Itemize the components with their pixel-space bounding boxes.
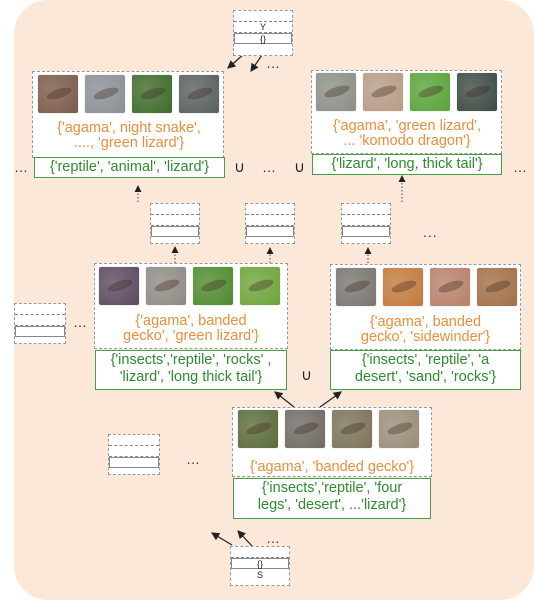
lizard-thumbnail (430, 268, 470, 306)
placeholder-ellipsis: ... (423, 224, 438, 240)
thumbnail-row-mid-left (99, 267, 280, 305)
object-set-bottom: {'agama', 'banded gecko'} (249, 459, 415, 475)
lizard-thumbnail (477, 268, 517, 306)
attribute-set-bottom: {'insects','reptile', 'four legs', 'dese… (233, 478, 431, 519)
lizard-thumbnail (285, 410, 325, 448)
lizard-thumbnail (85, 75, 125, 113)
top-node-label: Y (259, 22, 266, 32)
bottom-node-set: {} (256, 559, 263, 569)
placeholder-node (341, 203, 391, 244)
union-symbol-top-2: ∪ (294, 159, 305, 176)
left-ellipsis-mid: … (73, 314, 88, 330)
left-ellipsis-top: … (14, 159, 29, 175)
lizard-thumbnail (99, 267, 139, 305)
lizard-thumbnail (146, 267, 186, 305)
placeholder-node (245, 203, 295, 244)
thumbnail-row-mid-right (336, 268, 517, 306)
object-set-top-right: {'agama', 'green lizard', ... 'komodo dr… (332, 118, 482, 149)
object-set-mid-left: {'agama', banded gecko', 'green lizard'} (123, 313, 259, 344)
union-symbol-mid: ∪ (301, 367, 312, 384)
placeholder-node (150, 203, 200, 244)
lizard-thumbnail (238, 410, 278, 448)
lizard-thumbnail (363, 73, 403, 111)
top-lattice-node: Y {} (233, 10, 293, 56)
thumbnail-row-top-left (38, 75, 219, 113)
top-ellipsis: … (266, 55, 281, 71)
lizard-thumbnail (193, 267, 233, 305)
placeholder-node-bottom-left (108, 434, 160, 475)
lizard-thumbnail (132, 75, 172, 113)
bottom-left-ellipsis: … (186, 451, 201, 467)
thumbnail-row-top-right (316, 73, 497, 111)
object-set-top-left: {'agama', night snake', ...., 'green liz… (57, 120, 201, 151)
attribute-set-mid-left: {'insects','reptile', 'rocks' , 'lizard'… (95, 350, 287, 390)
lizard-thumbnail (38, 75, 78, 113)
right-ellipsis-top: … (513, 159, 528, 175)
lizard-thumbnail (379, 410, 419, 448)
bottom-ellipsis: … (266, 530, 281, 546)
union-symbol-top-1: ∪ (234, 159, 245, 176)
bottom-lattice-node: {} S (230, 546, 290, 586)
lizard-thumbnail (316, 73, 356, 111)
attribute-set-top-right: {'lizard', 'long, thick tail'} (312, 154, 502, 175)
connector-arrows (134, 53, 406, 547)
bottom-node-label: S (256, 570, 263, 580)
thumbnail-row-bottom (238, 410, 419, 448)
object-set-mid-right: {'agama', banded gecko', 'sidewinder'} (360, 314, 491, 345)
lizard-thumbnail (336, 268, 376, 306)
placeholder-node-left (14, 303, 66, 344)
lizard-thumbnail (240, 267, 280, 305)
lizard-thumbnail (179, 75, 219, 113)
lizard-thumbnail (457, 73, 497, 111)
lizard-thumbnail (410, 73, 450, 111)
lizard-thumbnail (332, 410, 372, 448)
top-node-set: {} (259, 34, 266, 44)
middle-ellipsis-top: … (262, 159, 277, 175)
attribute-set-top-left: {'reptile', 'animal', 'lizard'} (34, 157, 225, 178)
attribute-set-mid-right: {'insects', 'reptile', 'a desert', 'sand… (330, 350, 521, 390)
lizard-thumbnail (383, 268, 423, 306)
